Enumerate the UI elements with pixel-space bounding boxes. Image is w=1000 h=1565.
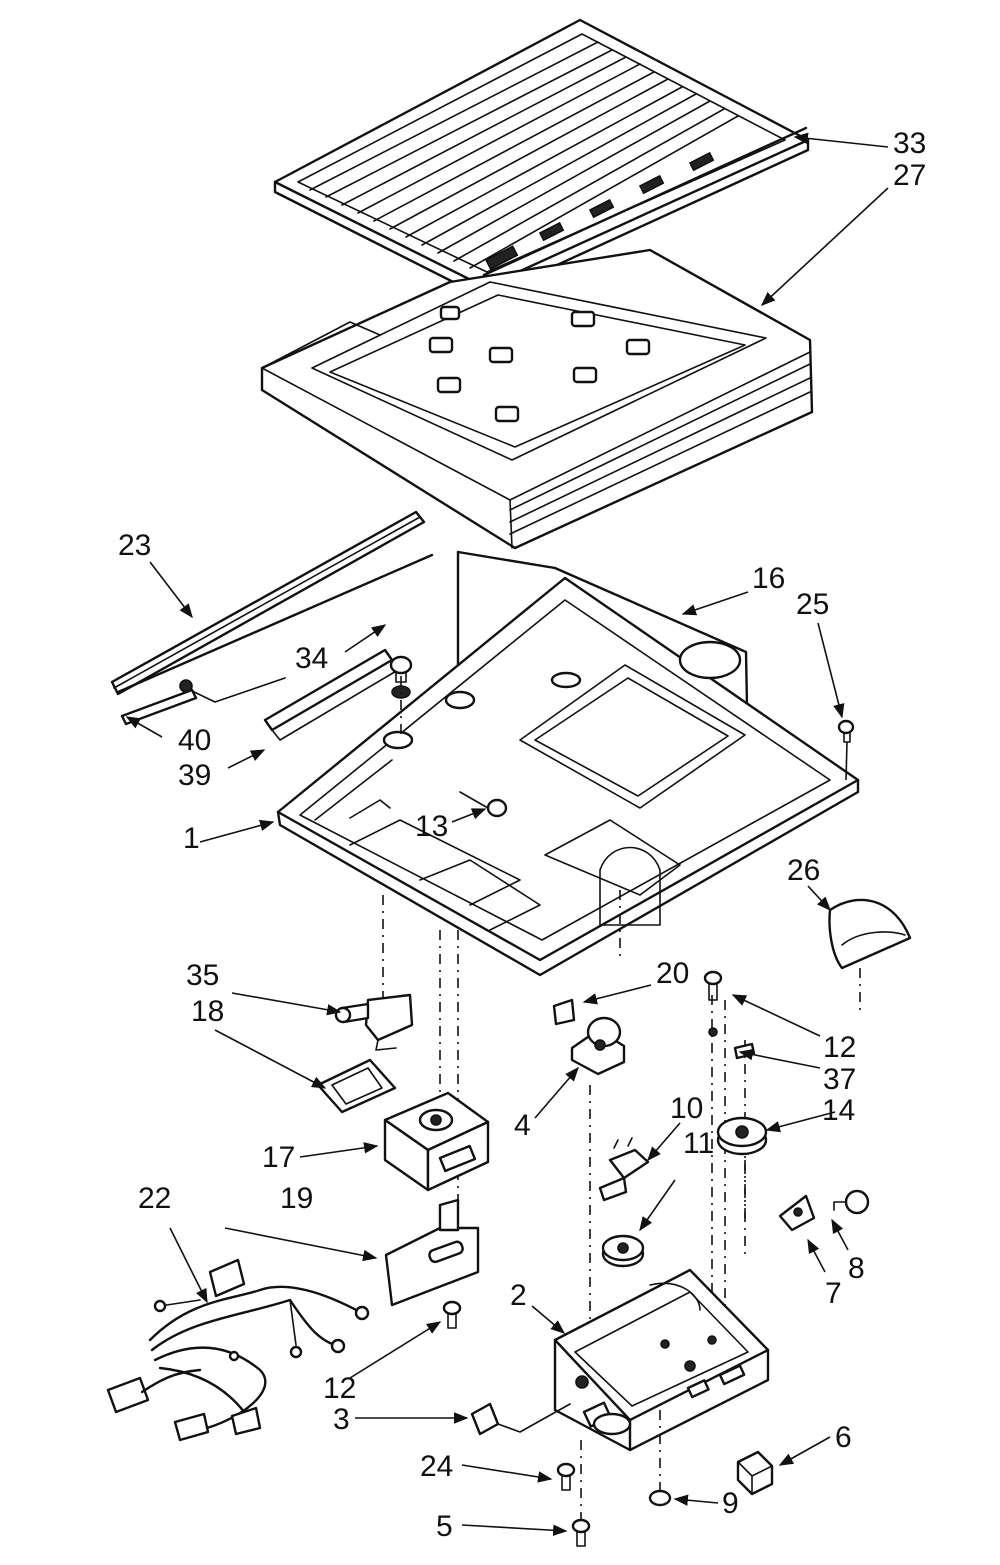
- clip-part-3: [470, 1402, 571, 1436]
- label-37: 37: [823, 1063, 856, 1096]
- label-16: 16: [752, 562, 785, 595]
- shelf-grille-part-33: [273, 18, 810, 300]
- washer-part-9: [648, 1489, 672, 1507]
- knob-part-14: [716, 1116, 768, 1156]
- control-housing-part-17: [383, 1091, 490, 1192]
- screw-part-25: [837, 719, 855, 781]
- leader-lines: [125, 132, 889, 1537]
- strip-part-40: [116, 553, 434, 726]
- label-19: 19: [280, 1182, 313, 1215]
- knob-mount-part-4: [570, 1016, 626, 1076]
- label-4: 4: [514, 1109, 531, 1142]
- label-26: 26: [787, 854, 820, 887]
- screw-part-12-upper: [703, 970, 723, 1037]
- label-39: 39: [178, 759, 211, 792]
- label-24: 24: [420, 1450, 453, 1483]
- label-13: 13: [415, 810, 448, 843]
- bracket-part-19: [384, 1198, 480, 1307]
- switch-part-35: [334, 993, 414, 1051]
- cover-plate-part-1: [263, 576, 860, 977]
- label-14: 14: [822, 1094, 855, 1127]
- part-number-labels: 33 27 23 16 25 34 40 39 1 13 26 35 18 20…: [118, 127, 926, 1543]
- label-12-lower: 12: [323, 1372, 356, 1405]
- label-6: 6: [835, 1421, 852, 1454]
- label-22: 22: [138, 1182, 171, 1215]
- label-18: 18: [191, 995, 224, 1028]
- knob-part-11: [601, 1234, 645, 1268]
- connector-part-6: [736, 1450, 774, 1496]
- socket-part-7: [778, 1194, 816, 1232]
- screw-part-34: [389, 655, 413, 740]
- screw-part-12-lower: [442, 1300, 462, 1329]
- label-35: 35: [186, 959, 219, 992]
- label-11: 11: [683, 1127, 714, 1160]
- clip-part-37: [733, 1042, 756, 1060]
- label-25: 25: [796, 588, 829, 621]
- switch-part-10: [598, 1137, 650, 1202]
- label-9: 9: [722, 1487, 739, 1520]
- screw-part-24: [556, 1462, 576, 1491]
- wiring-harness-part-22: [106, 1258, 370, 1442]
- frame-part-27: [260, 248, 814, 550]
- label-2: 2: [510, 1279, 527, 1312]
- label-40: 40: [178, 724, 211, 757]
- label-7: 7: [825, 1277, 842, 1310]
- label-1: 1: [183, 822, 200, 855]
- label-27: 27: [893, 159, 926, 192]
- label-5: 5: [436, 1510, 453, 1543]
- label-34: 34: [295, 642, 328, 675]
- label-33: 33: [893, 127, 926, 160]
- label-17: 17: [262, 1141, 295, 1174]
- label-20: 20: [656, 957, 689, 990]
- bulb-part-8: [833, 1189, 870, 1215]
- label-8: 8: [848, 1252, 865, 1285]
- base-tray-part-2: [553, 1268, 770, 1452]
- label-10: 10: [670, 1092, 703, 1125]
- screw-part-5: [571, 1518, 591, 1547]
- label-3: 3: [333, 1403, 350, 1436]
- cover-piece-part-26: [828, 898, 912, 1015]
- gasket-part-18: [316, 1058, 397, 1114]
- nut-part-20: [552, 998, 576, 1026]
- trim-strip-part-23: [110, 510, 426, 696]
- screw-part-13: [459, 791, 508, 818]
- label-23: 23: [118, 529, 151, 562]
- label-12-upper: 12: [823, 1031, 856, 1064]
